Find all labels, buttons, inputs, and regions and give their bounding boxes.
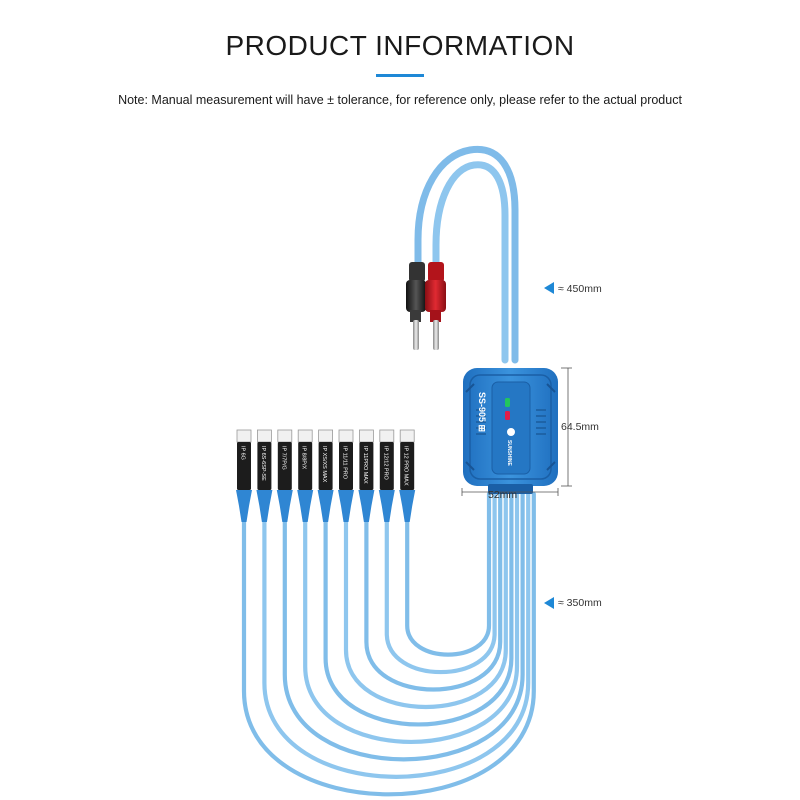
device-brand-label: SUNSHINE [506, 440, 512, 467]
lower-cables [241, 491, 536, 797]
upper-cable [414, 145, 519, 364]
connector-row: IP 6G IP 6S-6SP-SE IP 7/7P/G IP 8/8P/X IP XS… [236, 429, 416, 522]
battery-connector: IP 8/8P/X [297, 429, 314, 522]
battery-connector: IP 12 PRO MAX [399, 429, 416, 522]
green-led-icon [505, 398, 510, 407]
connector-label: IP 12/12 PRO [382, 446, 388, 481]
device-model-label: SS-905 ⊞ [477, 392, 487, 432]
battery-connector: IP 6S-6SP-SE [256, 429, 273, 522]
battery-connector: IP 11PRO MAX [358, 429, 375, 522]
brand-logo-icon [507, 428, 515, 436]
lower-cable-strand [364, 491, 503, 692]
lower-cable-strand [262, 491, 531, 779]
box-height-label: 64.5mm [561, 421, 599, 433]
side-grip-left [476, 409, 486, 435]
tolerance-note: Note: Manual measurement will have ± tol… [118, 93, 682, 107]
arrow-left-icon [544, 597, 554, 609]
arrow-left-icon [544, 282, 554, 294]
title-underline [376, 74, 424, 77]
connector-label: IP 11/11 PRO [342, 446, 348, 480]
box-dimension-lines [461, 367, 572, 496]
lower-cable-strand [343, 491, 508, 710]
lower-cable-strand [303, 491, 520, 744]
connector-label: IP 12 PRO MAX [403, 446, 409, 486]
side-grip-right [536, 409, 546, 435]
battery-connector: IP 7/7P/G [276, 429, 293, 522]
page-title: PRODUCT INFORMATION [225, 30, 575, 61]
battery-connector: IP XS/XS MAX [317, 429, 334, 522]
black-probe [406, 262, 426, 350]
connector-label: IP 6G [240, 446, 246, 460]
lower-cable-length-label: ≈ 350mm [558, 597, 602, 609]
connector-label: IP 7/7P/G [280, 446, 286, 470]
lower-cable-strand [405, 491, 492, 657]
lower-cable-strand [241, 491, 536, 797]
lower-cable-strand [323, 491, 514, 727]
lower-cable-strand [282, 491, 525, 762]
red-led-icon [505, 411, 510, 420]
connector-label: IP 11PRO MAX [362, 446, 368, 484]
lower-cable-strand [384, 491, 497, 674]
battery-connector: IP 12/12 PRO [378, 429, 395, 522]
box-width-label: 52mm [488, 489, 518, 501]
connector-label: IP XS/XS MAX [321, 446, 327, 483]
connector-label: IP 6S-6SP-SE [260, 446, 266, 481]
battery-connector: IP 6G [236, 429, 252, 522]
upper-cable-length-label: ≈ 450mm [558, 283, 602, 295]
connector-label: IP 8/8P/X [301, 446, 307, 469]
device-box: SS-905 ⊞ SUNSHINE [463, 368, 558, 494]
red-probe [425, 262, 446, 350]
battery-connector: IP 11/11 PRO [338, 429, 354, 522]
